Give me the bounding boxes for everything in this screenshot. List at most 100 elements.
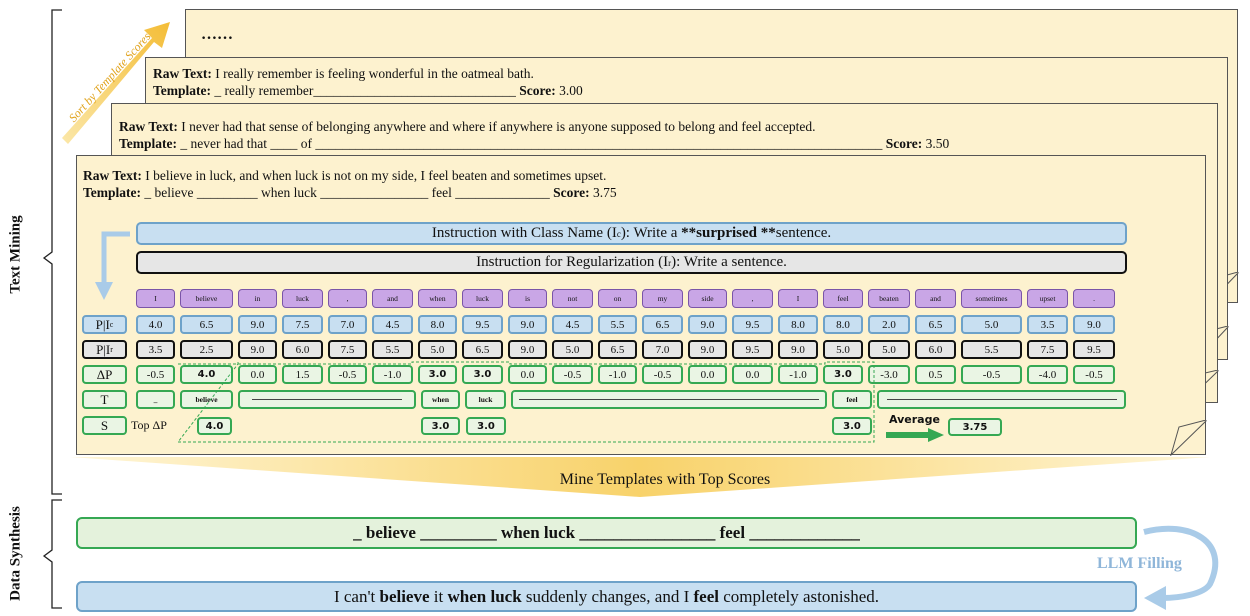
synthesis-template: _ believe _________ when luck __________… [76, 517, 1137, 549]
average-label: Average [889, 413, 940, 426]
p-class-cell: 5.0 [961, 315, 1022, 334]
template-blank [877, 390, 1126, 409]
template-token: when [421, 390, 460, 409]
page-curl [1170, 420, 1207, 456]
delta-p-cell: -1.0 [778, 365, 818, 384]
p-class-cell: 7.0 [328, 315, 367, 334]
score-value: 3.0 [832, 417, 872, 435]
p-reg-cell: 3.5 [136, 340, 175, 359]
p-reg-cell: 9.5 [732, 340, 773, 359]
p-class-cell: 6.5 [915, 315, 956, 334]
template-2: Template: _ never had that ____ of _____… [119, 136, 950, 151]
delta-p-cell: -1.0 [598, 365, 637, 384]
p-reg-cell: 9.0 [238, 340, 277, 359]
token-cell: I [778, 289, 818, 308]
delta-p-cell: 0.0 [732, 365, 773, 384]
delta-p-cell: 3.0 [823, 365, 863, 384]
p-reg-cell: 5.0 [823, 340, 863, 359]
p-reg-cell: 6.0 [282, 340, 323, 359]
p-reg-cell: 6.5 [598, 340, 637, 359]
p-reg-cell: 5.5 [372, 340, 413, 359]
delta-p-cell: 4.0 [180, 365, 233, 384]
delta-p-cell: -0.5 [961, 365, 1022, 384]
p-class-cell: 6.5 [180, 315, 233, 334]
delta-p-cell: 0.0 [238, 365, 277, 384]
p-class-cell: 9.0 [238, 315, 277, 334]
token-cell: luck [282, 289, 323, 308]
p-class-cell: 8.0 [823, 315, 863, 334]
top-delta-label: Top ΔP [131, 418, 167, 432]
delta-p-cell: 1.5 [282, 365, 323, 384]
p-reg-cell: 7.5 [1027, 340, 1068, 359]
text-mining-label: Text Mining [7, 215, 24, 294]
token-cell: and [372, 289, 413, 308]
p-reg-cell: 9.0 [688, 340, 727, 359]
p-class-cell: 9.0 [1073, 315, 1115, 334]
token-cell: my [642, 289, 683, 308]
delta-p-cell: -4.0 [1027, 365, 1068, 384]
mine-label: Mine Templates with Top Scores [559, 471, 771, 488]
delta-p-cell: 3.0 [462, 365, 503, 384]
p-class-cell: 2.0 [868, 315, 910, 334]
delta-p-cell: -0.5 [1073, 365, 1115, 384]
p-class-cell: 8.0 [418, 315, 457, 334]
token-cell: luck [462, 289, 503, 308]
p-reg-cell: 2.5 [180, 340, 233, 359]
p-reg-cell: 6.5 [462, 340, 503, 359]
average-arrow [886, 428, 944, 442]
token-cell: side [688, 289, 727, 308]
p-class-cell: 4.5 [552, 315, 593, 334]
raw-text-1: Raw Text: I believe in luck, and when lu… [83, 168, 607, 183]
p-reg-cell: 5.5 [961, 340, 1022, 359]
mine-arrow [70, 457, 1210, 497]
p-reg-cell: 5.0 [552, 340, 593, 359]
token-cell: is [508, 289, 547, 308]
token-cell: sometimes [961, 289, 1022, 308]
average-score: 3.75 [948, 418, 1002, 436]
token-cell: beaten [868, 289, 910, 308]
token-cell: , [328, 289, 367, 308]
data-synthesis-label: Data Synthesis [7, 506, 24, 601]
delta-p-cell: 0.5 [915, 365, 956, 384]
token-cell: not [552, 289, 593, 308]
row-label-score: S [82, 416, 127, 435]
delta-p-cell: -0.5 [136, 365, 175, 384]
row-label-delta-p: ΔP [82, 365, 127, 384]
template-token: _ [136, 390, 175, 409]
delta-p-cell: -3.0 [868, 365, 910, 384]
template-blank [511, 390, 827, 409]
raw-text-2: Raw Text: I never had that sense of belo… [119, 119, 816, 134]
token-cell: on [598, 289, 637, 308]
token-cell: feel [823, 289, 863, 308]
p-reg-cell: 9.0 [508, 340, 547, 359]
p-class-cell: 9.0 [688, 315, 727, 334]
p-class-cell: 4.5 [372, 315, 413, 334]
row-label-template: T [82, 390, 127, 409]
token-cell: when [418, 289, 457, 308]
token-cell: , [732, 289, 773, 308]
p-class-cell: 9.5 [732, 315, 773, 334]
template-1: Template: _ believe _________ when luck … [83, 185, 617, 200]
sort-arrow [62, 22, 170, 144]
token-cell: and [915, 289, 956, 308]
token-cell: in [238, 289, 277, 308]
delta-p-cell: -0.5 [552, 365, 593, 384]
delta-p-cell: -0.5 [642, 365, 683, 384]
delta-p-cell: 0.0 [508, 365, 547, 384]
p-reg-cell: 7.0 [642, 340, 683, 359]
p-class-cell: 5.5 [598, 315, 637, 334]
p-reg-cell: 6.0 [915, 340, 956, 359]
token-cell: upset [1027, 289, 1068, 308]
p-class-cell: 9.5 [462, 315, 503, 334]
token-cell: believe [180, 289, 233, 308]
template-token: luck [465, 390, 506, 409]
template-3: Template: _ really remember_____________… [153, 83, 583, 98]
p-class-cell: 7.5 [282, 315, 323, 334]
delta-p-cell: -1.0 [372, 365, 413, 384]
p-reg-cell: 5.0 [418, 340, 457, 359]
flow-arrow [95, 231, 130, 300]
token-cell: I [136, 289, 175, 308]
p-class-cell: 9.0 [508, 315, 547, 334]
